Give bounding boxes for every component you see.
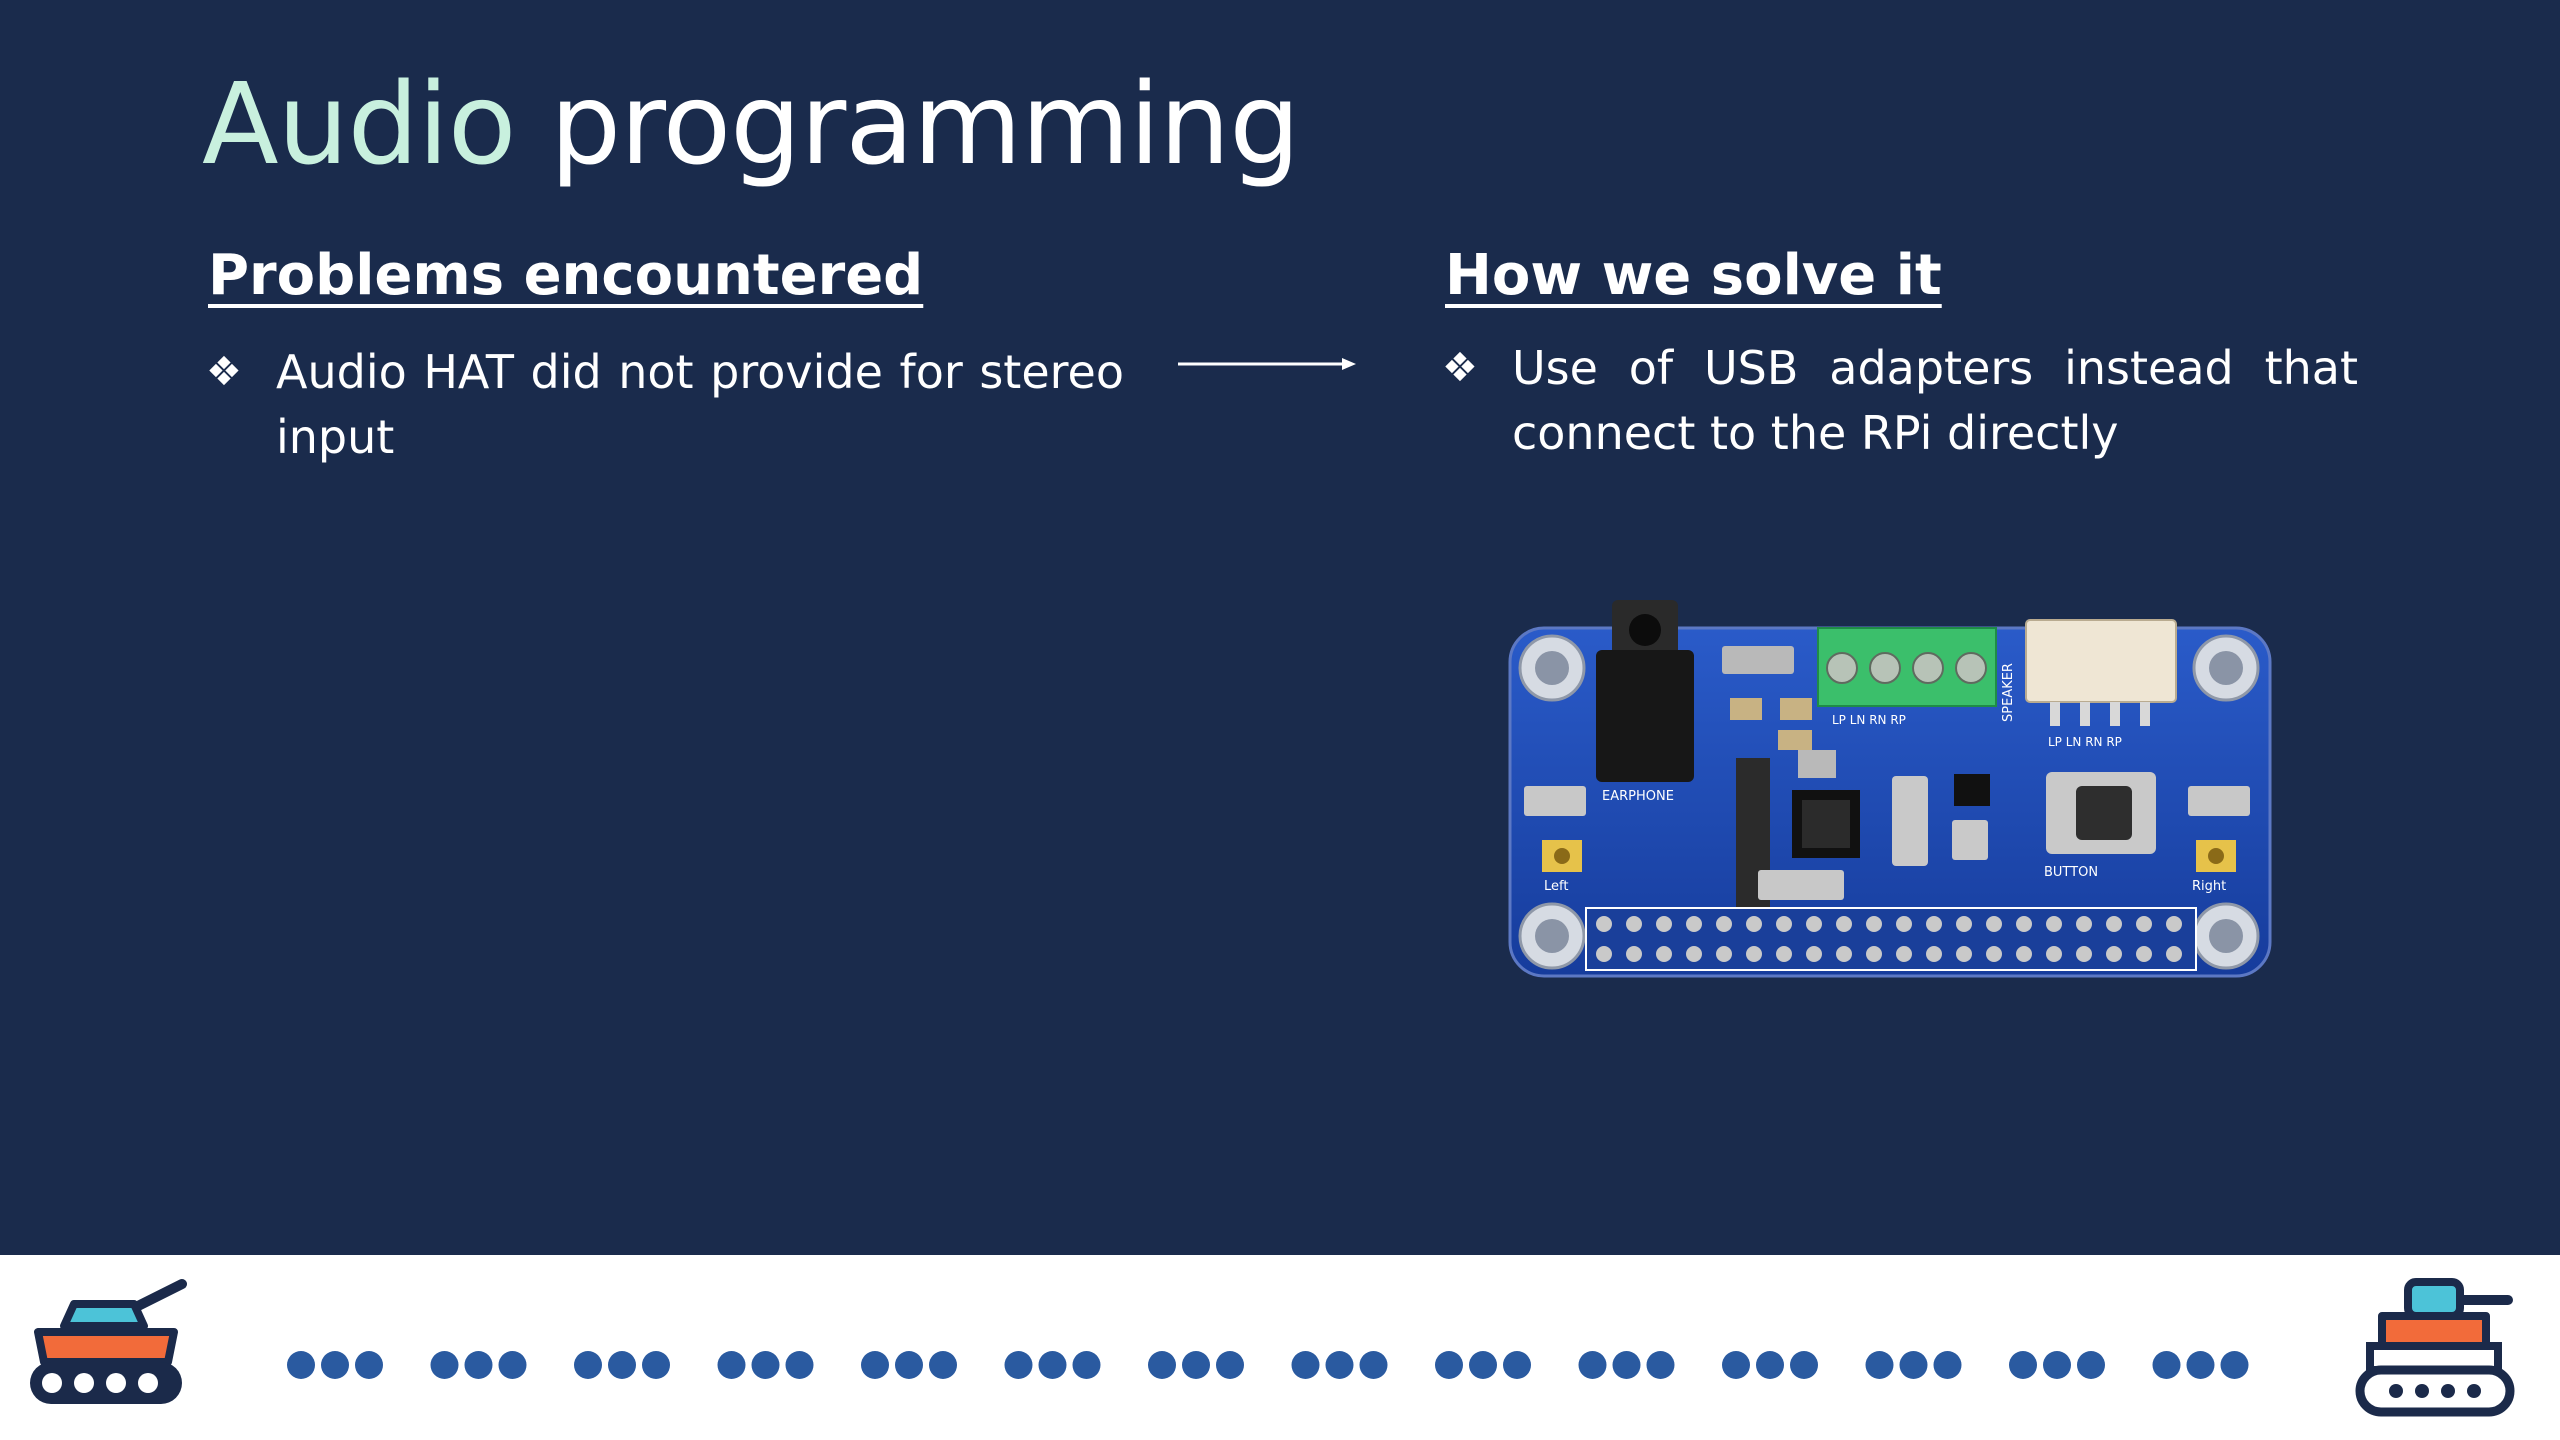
left-mic-label: Left <box>1544 879 1568 894</box>
solution-bullet: ❖ Use of USB adapters instead that conne… <box>1442 336 2358 466</box>
solution-heading: How we solve it <box>1445 243 1942 308</box>
dot-group <box>861 1351 957 1379</box>
button-label: BUTTON <box>2044 865 2098 880</box>
slide-title-main: programming <box>549 60 1300 190</box>
solution-text: Use of USB adapters instead that connect… <box>1512 341 2358 460</box>
audio-hat-board-image: EARPHONE LP LN RN RP LP LN RN RP SPEAKER… <box>1508 600 2272 978</box>
terminal-top-label: LP LN RN RP <box>1832 713 1906 727</box>
dot-group <box>1004 1351 1101 1379</box>
dot-group <box>1865 1351 1962 1379</box>
right-arrow-icon <box>1178 358 1356 370</box>
problems-heading: Problems encountered <box>208 243 924 308</box>
dot-group <box>2152 1351 2249 1379</box>
dot-group <box>430 1351 527 1379</box>
footer-bar <box>0 1255 2560 1440</box>
dot-group <box>1722 1351 1818 1379</box>
dot-group <box>287 1351 383 1379</box>
diamond-bullet-icon: ❖ <box>206 349 242 395</box>
dot-separator <box>287 1351 2249 1379</box>
tank-left-icon <box>30 1279 187 1404</box>
speaker-label: SPEAKER <box>2001 663 2016 722</box>
dot-group <box>1435 1351 1531 1379</box>
dot-group <box>717 1351 814 1379</box>
problem-bullet: ❖ Audio HAT did not provide for stereo i… <box>206 340 1124 470</box>
dot-group <box>1291 1351 1388 1379</box>
right-mic-label: Right <box>2192 879 2226 894</box>
slide-title: Audio programming <box>202 60 1300 190</box>
terminal-bottom-label: LP LN RN RP <box>2048 735 2122 749</box>
dot-group <box>1148 1351 1244 1379</box>
diamond-bullet-icon: ❖ <box>1442 345 1478 391</box>
slide-title-accent: Audio <box>202 60 516 190</box>
slide: Audio programming Problems encountered H… <box>202 60 2358 978</box>
dot-group <box>2009 1351 2105 1379</box>
earphone-label: EARPHONE <box>1602 789 1674 804</box>
dot-group <box>1578 1351 1675 1379</box>
tank-right-icon <box>2355 1278 2515 1417</box>
problem-text: Audio HAT did not provide for stereo inp… <box>276 345 1124 464</box>
dot-group <box>574 1351 670 1379</box>
